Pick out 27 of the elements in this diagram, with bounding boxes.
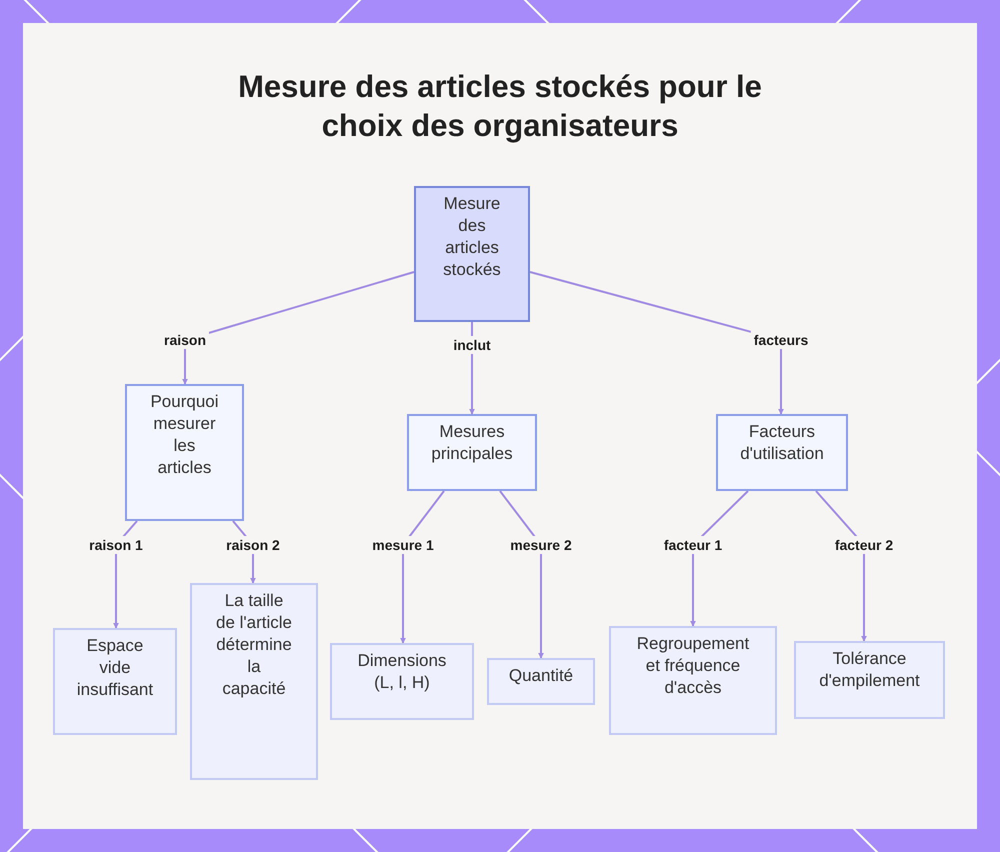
connector-arrow xyxy=(182,271,414,385)
concept-box xyxy=(794,641,945,719)
connector-arrow xyxy=(530,271,784,415)
box-text: Facteurs d'utilisation xyxy=(739,421,825,465)
box-text: Quantité xyxy=(508,665,574,687)
box-text: Regroupement et fréquence d'accès xyxy=(636,633,750,699)
concept-box xyxy=(609,626,777,735)
concept-box xyxy=(414,186,530,322)
box-text: Pourquoi mesurer les articles xyxy=(149,391,220,479)
diagram-title: Mesure des articles stockés pour le choix des organisateurs xyxy=(237,68,763,145)
box-text: Mesure des articles stockés xyxy=(442,193,502,281)
box-text: Mesures principales xyxy=(430,421,514,465)
concept-box xyxy=(190,583,318,780)
box-text: Tolérance d'empilement xyxy=(818,648,921,692)
box-text: La taille de l'article détermine la capacité xyxy=(215,590,293,700)
concept-box xyxy=(487,658,595,705)
concept-box xyxy=(330,643,474,720)
box-text: Dimensions (L, l, H) xyxy=(356,650,448,694)
connector-arrow xyxy=(690,490,749,627)
concept-box xyxy=(407,414,537,491)
box-text: Espace vide insuffisant xyxy=(76,635,154,701)
connector-arrow xyxy=(400,490,445,644)
connector-arrow xyxy=(499,490,544,659)
concept-box xyxy=(125,384,244,521)
concept-box xyxy=(716,414,848,491)
connector-arrow xyxy=(815,490,867,642)
concept-box xyxy=(53,628,177,735)
